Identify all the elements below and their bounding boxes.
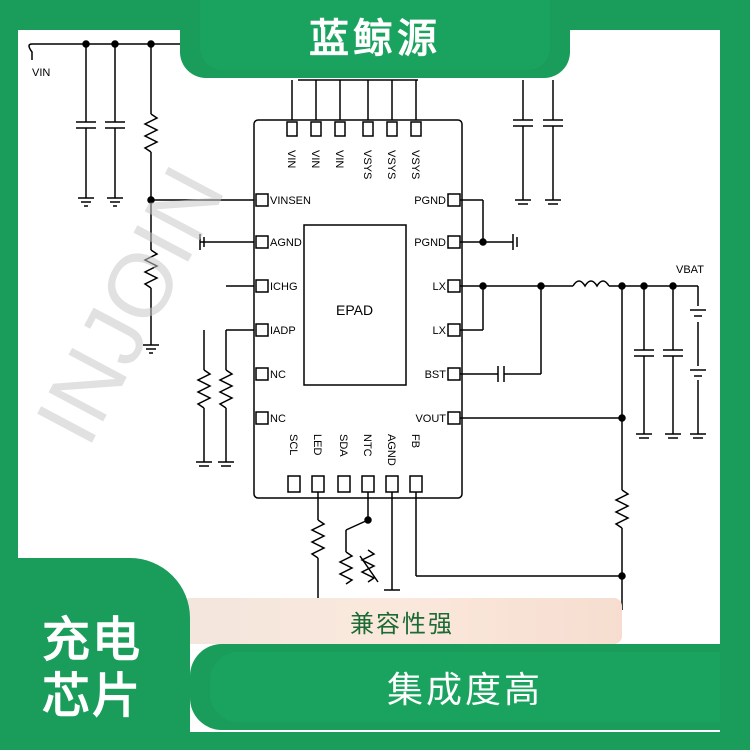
pin-left-4: IADP <box>270 325 296 337</box>
feature-integration-text: 集成度高 <box>386 670 543 711</box>
feature-compat-text: 兼容性强 <box>350 609 454 638</box>
pin-left-2: AGND <box>270 237 302 249</box>
pin-top-3: VIN <box>333 150 345 168</box>
category-line-2: 芯片 <box>42 668 143 724</box>
pin-left-5: NC <box>270 369 286 381</box>
pin-top-4: VSYS <box>361 150 373 179</box>
chip-center-label: EPAD <box>336 302 373 318</box>
pin-right-5: BST <box>425 369 447 381</box>
brand-plate: 蓝鲸源 <box>200 0 550 70</box>
pin-right-6: VOUT <box>415 413 446 425</box>
pin-bottom-6: FB <box>409 434 421 448</box>
net-label-vbat: VBAT <box>676 264 704 276</box>
brand-name: 蓝鲸源 <box>309 16 441 62</box>
pin-left-1: VINSEN <box>270 195 311 207</box>
category-line-1: 充电 <box>42 612 143 668</box>
pin-bottom-2: LED <box>311 434 323 455</box>
net-label-vin: VIN <box>32 67 50 79</box>
category-badge-text: 充电 芯片 <box>42 612 172 724</box>
pin-left-6: NC <box>270 413 286 425</box>
pin-right-2: PGND <box>414 237 446 249</box>
watermark-text: INJOIN <box>18 152 244 459</box>
frame-top-left <box>0 0 200 30</box>
pin-bottom-5: AGND <box>385 434 397 466</box>
frame-top-right <box>550 0 750 30</box>
pin-bottom-1: SCL <box>287 434 299 455</box>
pin-bottom-3: SDA <box>337 434 349 457</box>
charger-schematic: VIN VBAT EPAD VINSEN AGND ICHG IADP NC N… <box>17 30 720 710</box>
frame-right-border <box>720 0 750 750</box>
pin-top-2: VIN <box>309 150 321 168</box>
feature-pill-integration: 集成度高 <box>210 652 720 722</box>
pin-top-6: VSYS <box>409 150 421 179</box>
pin-right-3: LX <box>433 281 447 293</box>
pin-left-3: ICHG <box>270 281 298 293</box>
pin-top-1: VIN <box>285 150 297 168</box>
category-badge <box>0 558 190 750</box>
pin-right-1: PGND <box>414 195 446 207</box>
pin-right-4: LX <box>433 325 447 337</box>
feature-pill-compat: 兼容性强 <box>182 598 622 644</box>
pin-bottom-4: NTC <box>361 434 373 457</box>
pin-top-5: VSYS <box>385 150 397 179</box>
